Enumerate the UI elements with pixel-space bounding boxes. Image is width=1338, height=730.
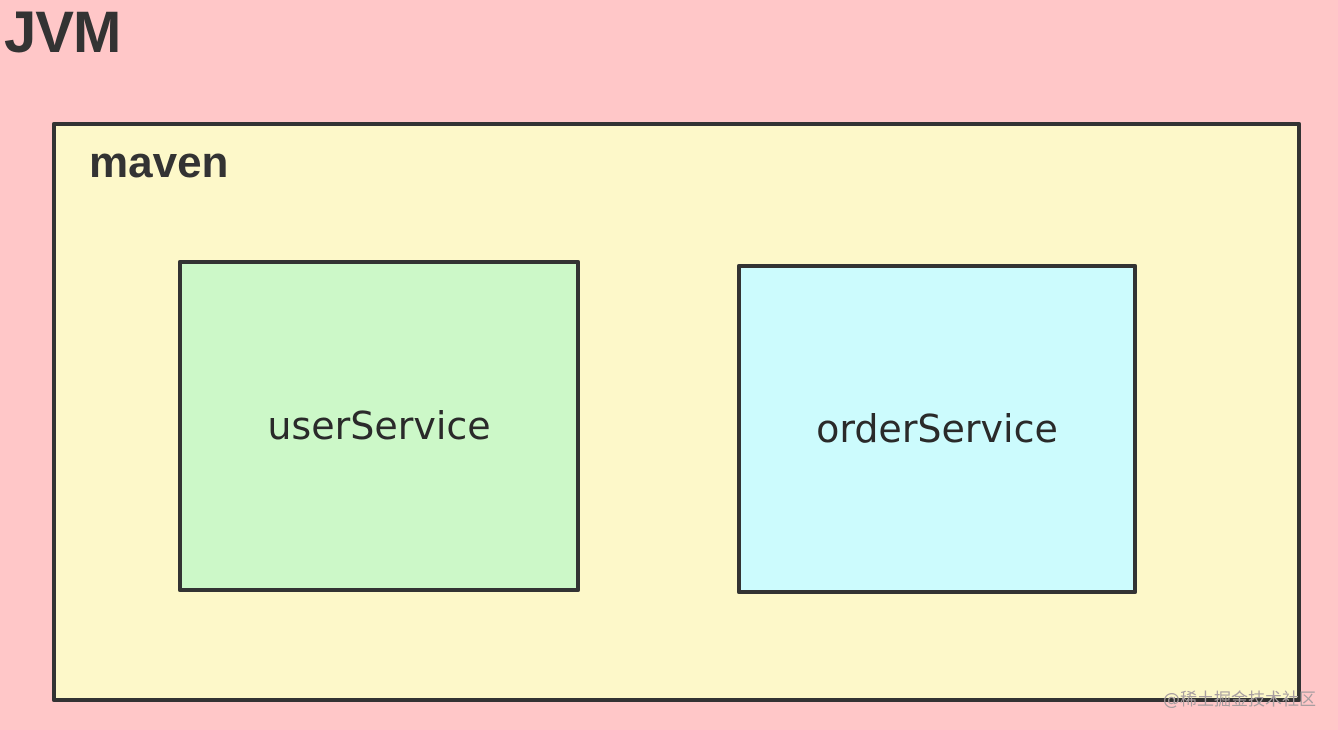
order-service-box: orderService — [737, 264, 1137, 594]
user-service-box: userService — [178, 260, 580, 592]
maven-container: maven userService orderService — [52, 122, 1301, 702]
user-service-label: userService — [267, 404, 491, 448]
maven-label: maven — [89, 138, 229, 187]
watermark-text: @稀土掘金技术社区 — [1163, 690, 1316, 710]
order-service-label: orderService — [816, 407, 1058, 451]
jvm-label: JVM — [4, 0, 121, 65]
